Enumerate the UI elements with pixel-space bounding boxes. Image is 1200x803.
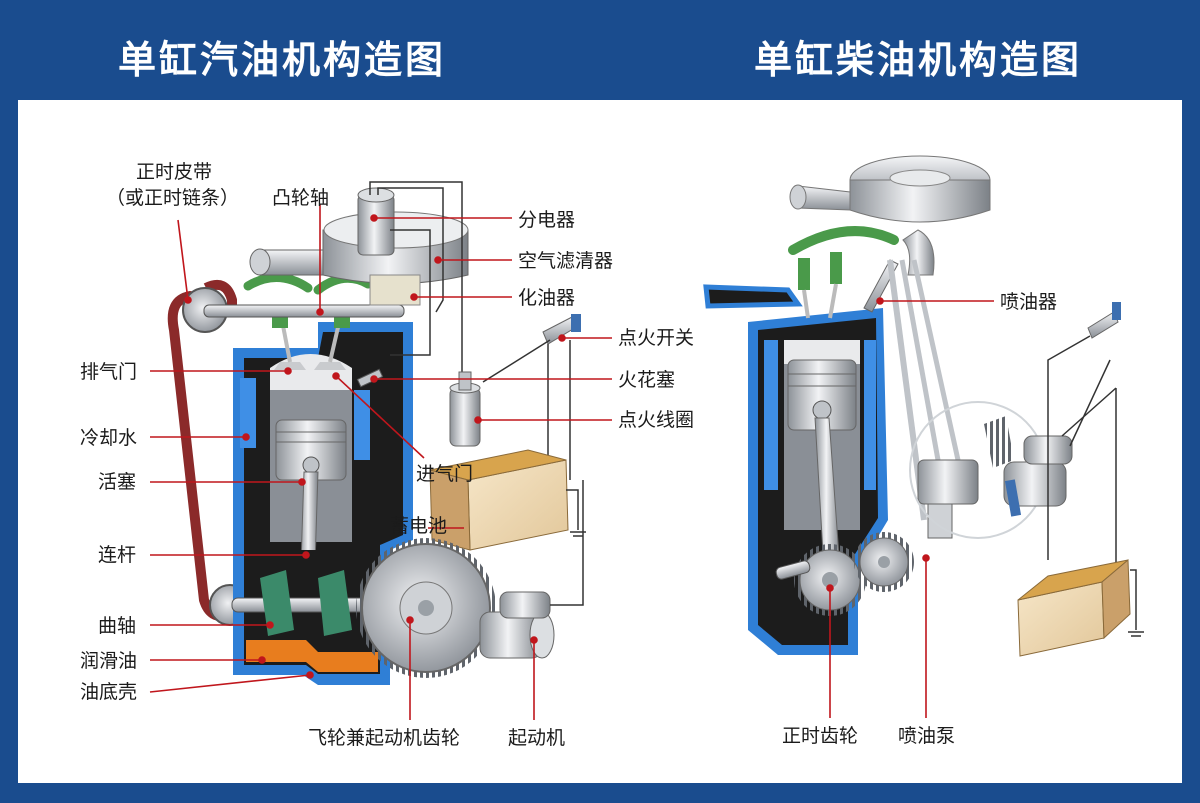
label-timing-gear: 正时齿轮 — [782, 725, 859, 747]
label-piston: 活塞 — [98, 471, 137, 493]
label-ignition-coil: 点火线圈 — [618, 409, 695, 431]
diesel-engine — [703, 155, 1144, 657]
label-oil-pan: 油底壳 — [80, 681, 138, 703]
label-timing-belt-alt: （或正时链条） — [106, 187, 240, 209]
ignition-coil — [449, 387, 481, 447]
label-lubricating-oil: 润滑油 — [80, 650, 138, 672]
leader-oil-pan — [149, 674, 311, 693]
label-flywheel: 飞轮兼起动机齿轮 — [308, 727, 461, 749]
intake-tube — [703, 284, 803, 309]
label-timing-belt: 正时皮带 — [136, 161, 213, 183]
starter-solenoid — [499, 591, 551, 619]
engine-illustrations — [149, 155, 1144, 720]
label-air-filter: 空气滤清器 — [518, 250, 614, 272]
label-carburetor: 化油器 — [518, 287, 576, 309]
label-spark-plug: 火花塞 — [618, 369, 676, 391]
gasoline-engine — [167, 181, 586, 685]
diagram-panel: 正时皮带 （或正时链条） 凸轮轴 分电器 空气滤清器 化油器 点火开关 火花塞 … — [18, 100, 1182, 783]
gasoline-engine-title: 单缸汽油机构造图 — [118, 38, 447, 82]
coolant-right — [354, 390, 370, 460]
camshaft — [203, 304, 405, 318]
label-injection-pump: 喷油泵 — [898, 725, 956, 747]
label-camshaft: 凸轮轴 — [272, 187, 330, 209]
leader-intake-valve — [335, 375, 425, 459]
label-injector: 喷油器 — [1000, 291, 1058, 313]
coolant-left — [240, 378, 256, 448]
label-battery: 蓄电池 — [390, 515, 448, 537]
lubricating-oil — [246, 640, 378, 672]
label-crankshaft: 曲轴 — [98, 615, 137, 637]
label-intake-valve: 进气门 — [416, 463, 474, 485]
label-ignition-switch: 点火开关 — [618, 327, 695, 349]
timing-belt — [167, 291, 233, 621]
label-connecting-rod: 连杆 — [98, 544, 137, 566]
distributor — [357, 194, 395, 256]
injection-pump — [917, 459, 979, 505]
carburetor — [369, 274, 421, 306]
diesel-engine-title: 单缸柴油机构造图 — [754, 38, 1083, 82]
label-exhaust-valve: 排气门 — [80, 361, 138, 383]
diesel-switch — [1087, 311, 1119, 339]
label-coolant: 冷却水 — [80, 427, 138, 449]
leader-timing-belt — [177, 219, 189, 301]
label-distributor: 分电器 — [518, 209, 576, 231]
label-starter: 起动机 — [508, 727, 566, 749]
leader-lines — [149, 204, 994, 720]
